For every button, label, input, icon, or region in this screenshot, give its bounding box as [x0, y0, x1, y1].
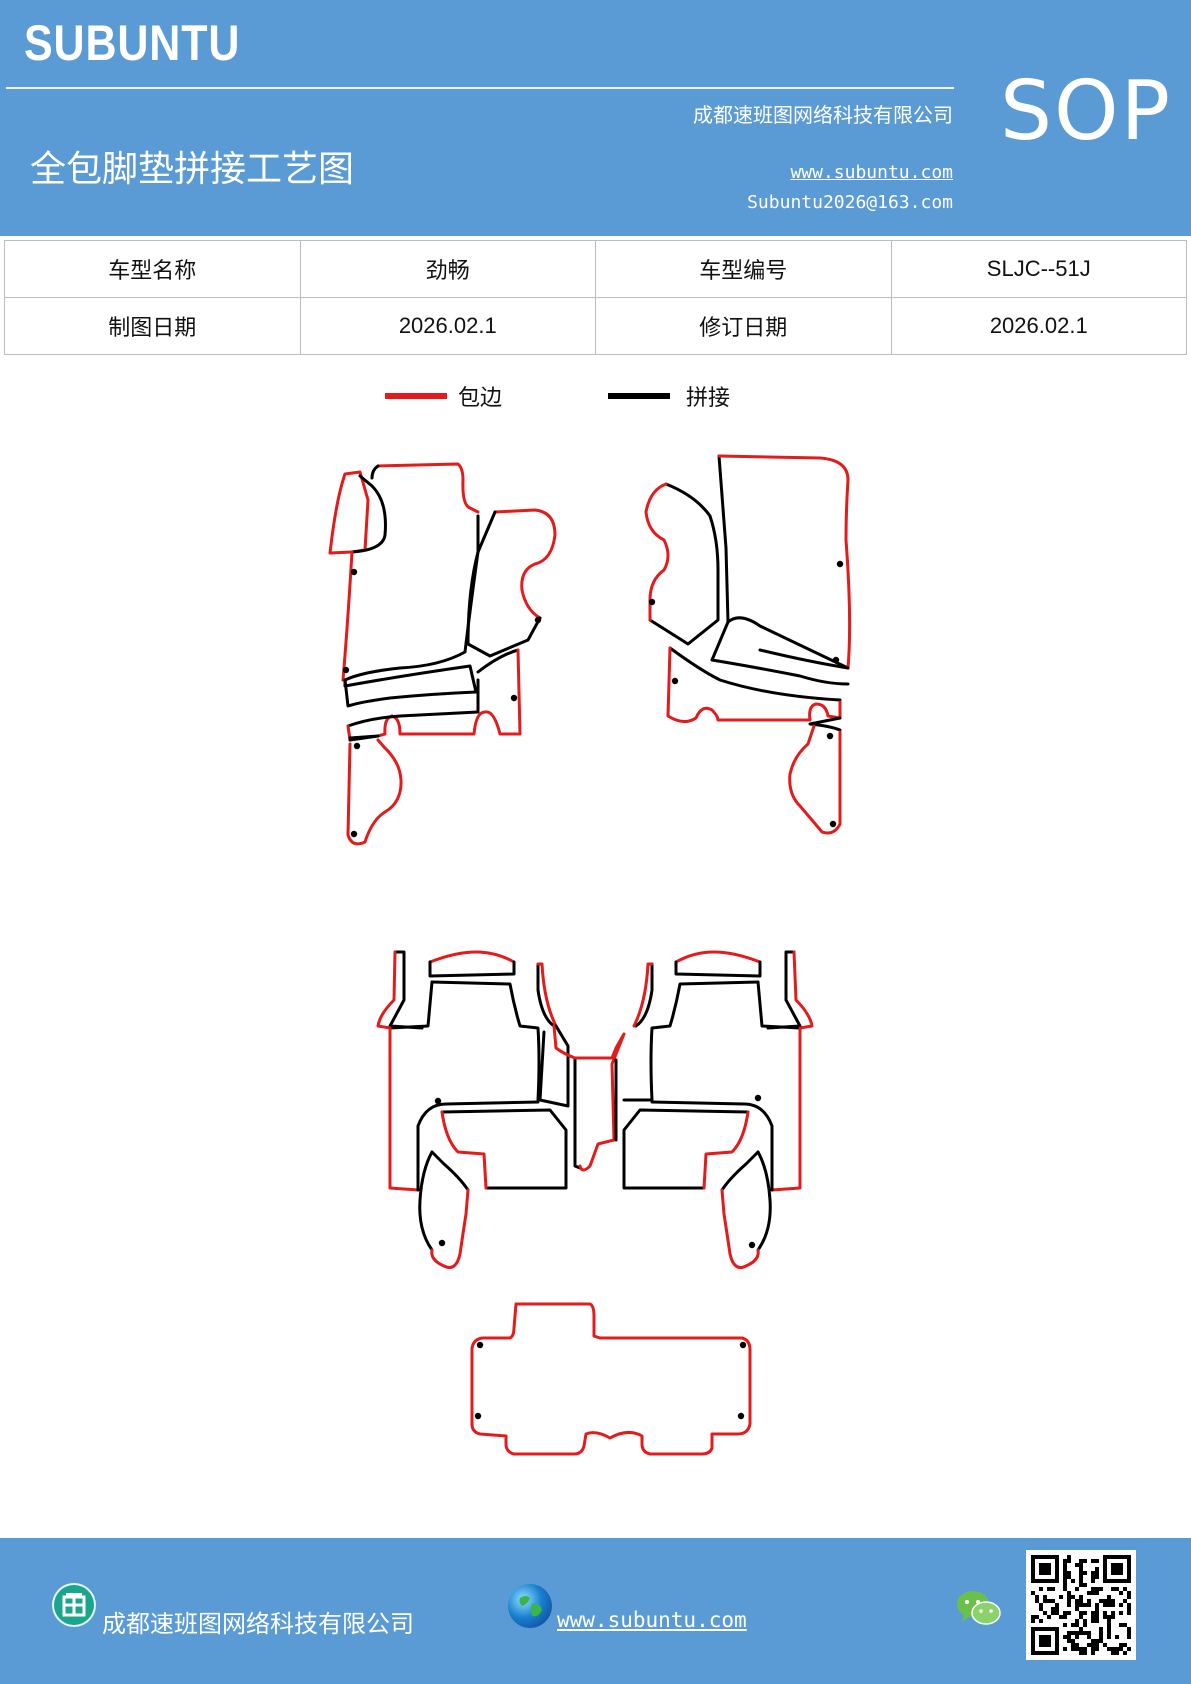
- front-left-mat: [328, 462, 557, 846]
- front-right-mat: [644, 454, 852, 835]
- legend-seam-swatch: [608, 393, 670, 399]
- table-row: 制图日期 2026.02.1 修订日期 2026.02.1: [4, 297, 1187, 355]
- mat-drawing: [328, 454, 852, 1456]
- info-table: 车型名称 劲畅 车型编号 SLJC--51J 制图日期 2026.02.1 修订…: [4, 240, 1187, 355]
- qr-code[interactable]: [1026, 1550, 1136, 1660]
- sop-badge: SOP: [1000, 64, 1173, 159]
- header-divider: [6, 87, 954, 89]
- header-email: Subuntu2026@163.com: [747, 192, 953, 213]
- footer-company: 成都速班图网络科技有限公司: [102, 1610, 414, 1638]
- legend-seam-label: 拼接: [686, 386, 731, 411]
- footer-website-link[interactable]: www.subuntu.com: [557, 1608, 747, 1632]
- revise-date-value: 2026.02.1: [890, 297, 1187, 355]
- revise-date-label: 修订日期: [595, 297, 892, 355]
- model-code-value: SLJC--51J: [890, 240, 1187, 298]
- wechat-icon[interactable]: [956, 1588, 1002, 1628]
- legend-edge-swatch: [385, 393, 447, 399]
- middle-left-mat: [376, 950, 626, 1269]
- header-website-link[interactable]: www.subuntu.com: [790, 162, 953, 183]
- header-company: 成都速班图网络科技有限公司: [693, 103, 953, 127]
- legend-edge-label: 包边: [458, 386, 503, 411]
- brand-logo: SUBUNTU: [24, 15, 241, 71]
- draw-date-label: 制图日期: [4, 297, 301, 355]
- legend: 包边 拼接: [0, 380, 1191, 430]
- model-name-label: 车型名称: [4, 240, 301, 298]
- model-name-value: 劲畅: [299, 240, 596, 298]
- page-title: 全包脚垫拼接工艺图: [30, 149, 355, 190]
- rear-mat: [470, 1302, 752, 1456]
- company-icon: [52, 1583, 96, 1627]
- middle-right-mat: [622, 950, 814, 1269]
- table-row: 车型名称 劲畅 车型编号 SLJC--51J: [4, 240, 1187, 298]
- footer-banner: 成都速班图网络科技有限公司 www.subuntu.com: [0, 1538, 1191, 1684]
- model-code-label: 车型编号: [595, 240, 892, 298]
- globe-icon: [508, 1584, 552, 1628]
- header-banner: SUBUNTU 成都速班图网络科技有限公司 全包脚垫拼接工艺图 www.subu…: [0, 0, 1191, 236]
- draw-date-value: 2026.02.1: [299, 297, 596, 355]
